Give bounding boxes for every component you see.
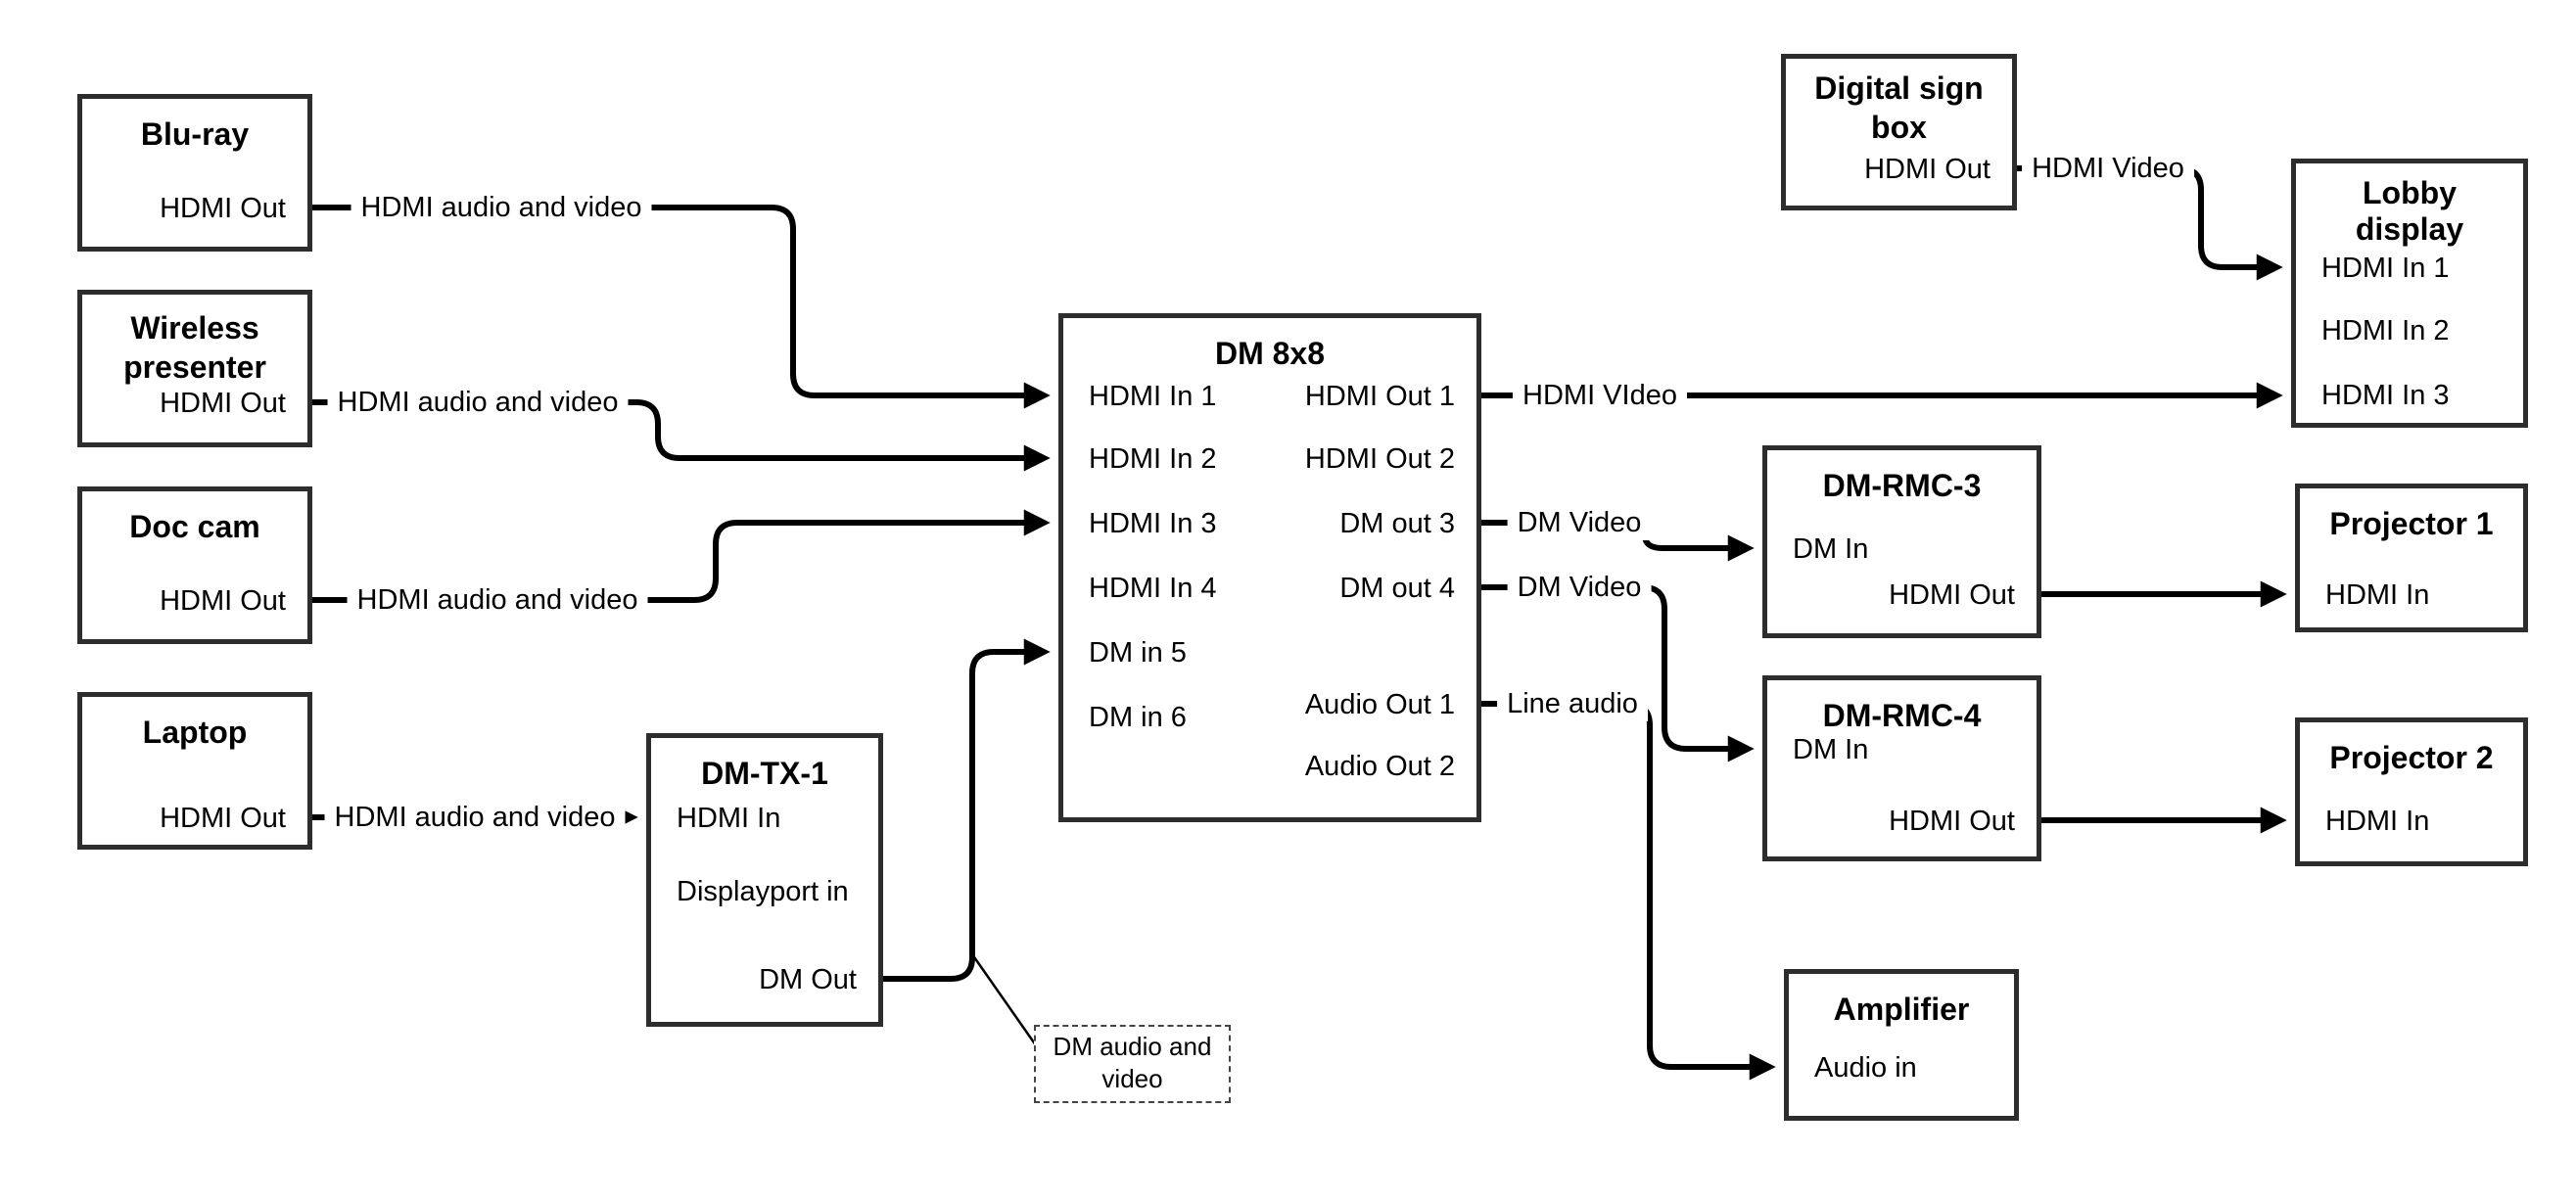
dmrmc4-box: DM-RMC-4 DM In HDMI Out xyxy=(1762,675,2041,861)
bluray-port-hdmi-out: HDMI Out xyxy=(160,193,286,224)
dm8x8-port-hdmi-in-4: HDMI In 4 xyxy=(1089,573,1217,604)
dm8x8-port-hdmi-out-1: HDMI Out 1 xyxy=(1304,381,1455,412)
digital-sign-title: Digital sign box xyxy=(1814,70,1984,145)
note-line-1: DM audio and xyxy=(1053,1032,1212,1061)
connector-dmtx1-dmout-to-dm8x8-dmin5 xyxy=(883,638,1051,982)
note-line-2: video xyxy=(1101,1064,1163,1093)
dm8x8-port-hdmi-in-2: HDMI In 2 xyxy=(1089,443,1217,475)
dm8x8-port-dm-in-6: DM in 6 xyxy=(1089,702,1187,733)
label-hdmi-video-out1: HDMI VIdeo xyxy=(1513,378,1687,413)
digital-sign-box: Digital sign box HDMI Out xyxy=(1781,54,2017,210)
connector-dm8x8-out4-to-dmrmc4-dmin xyxy=(1481,584,1755,762)
dmrmc3-title: DM-RMC-3 xyxy=(1822,468,1982,503)
dmrmc4-port-hdmi-out: HDMI Out xyxy=(1889,806,2015,837)
laptop-box: Laptop HDMI Out xyxy=(77,692,312,850)
label-hdmi-audio-video-doccam: HDMI audio and video xyxy=(347,582,648,618)
doccam-port-hdmi-out: HDMI Out xyxy=(160,585,286,617)
laptop-port-hdmi-out: HDMI Out xyxy=(160,803,286,834)
wireless-presenter-box: Wireless presenter HDMI Out xyxy=(77,290,312,447)
dm8x8-port-hdmi-in-1: HDMI In 1 xyxy=(1089,381,1217,412)
bluray-box: Blu-ray HDMI Out xyxy=(77,94,312,252)
note-callout-line xyxy=(970,953,1038,1046)
amplifier-title: Amplifier xyxy=(1833,992,1970,1027)
dmrmc4-port-dm-in: DM In xyxy=(1793,734,1869,765)
dmtx1-box: DM-TX-1 HDMI In Displayport in DM Out xyxy=(646,733,883,1027)
projector1-port-hdmi-in: HDMI In xyxy=(2325,579,2430,611)
dm8x8-port-audio-out-1: Audio Out 1 xyxy=(1304,689,1455,720)
connector-dm8x8-audio1-to-amp xyxy=(1481,701,1776,1081)
dm8x8-box: DM 8x8 HDMI In 1 HDMI In 2 HDMI In 3 HDM… xyxy=(1058,313,1481,822)
dmtx1-title: DM-TX-1 xyxy=(701,756,828,791)
lobby-port-hdmi-in-1: HDMI In 1 xyxy=(2321,253,2450,284)
digital-sign-port-hdmi-out: HDMI Out xyxy=(1864,154,1991,185)
amplifier-box: Amplifier Audio in xyxy=(1784,969,2019,1121)
projector1-title: Projector 1 xyxy=(2329,506,2494,541)
laptop-title: Laptop xyxy=(142,715,248,750)
label-hdmi-video-digisign: HDMI Video xyxy=(2022,151,2194,186)
doccam-box: Doc cam HDMI Out xyxy=(77,486,312,644)
dmrmc3-box: DM-RMC-3 DM In HDMI Out xyxy=(1762,445,2041,638)
projector2-port-hdmi-in: HDMI In xyxy=(2325,806,2430,837)
label-hdmi-audio-video-wireless: HDMI audio and video xyxy=(327,385,629,420)
dmtx1-port-hdmi-in: HDMI In xyxy=(677,803,781,834)
dm8x8-port-dm-in-5: DM in 5 xyxy=(1089,637,1187,669)
dmtx1-port-displayport-in: Displayport in xyxy=(677,876,849,907)
bluray-title: Blu-ray xyxy=(140,116,250,152)
lobby-port-hdmi-in-3: HDMI In 3 xyxy=(2321,380,2450,411)
dmrmc3-port-dm-in: DM In xyxy=(1793,533,1869,565)
dm8x8-port-dm-out-3: DM out 3 xyxy=(1339,508,1455,539)
label-dm-video-out3: DM Video xyxy=(1507,505,1652,540)
dm8x8-port-dm-out-4: DM out 4 xyxy=(1339,573,1455,604)
dmtx1-port-dm-out: DM Out xyxy=(759,964,857,995)
dm-audio-video-note: DM audio and video xyxy=(1034,1025,1231,1103)
dm8x8-port-audio-out-2: Audio Out 2 xyxy=(1304,751,1455,782)
dm8x8-port-hdmi-in-3: HDMI In 3 xyxy=(1089,508,1217,539)
label-dm-video-out4: DM Video xyxy=(1507,570,1652,605)
wireless-presenter-title: Wireless presenter xyxy=(123,310,266,385)
dmrmc4-title: DM-RMC-4 xyxy=(1822,698,1982,733)
wireless-port-hdmi-out: HDMI Out xyxy=(160,388,286,419)
lobby-port-hdmi-in-2: HDMI In 2 xyxy=(2321,315,2450,346)
connector-wireless-to-dm8x8-in2 xyxy=(312,399,1051,472)
dm8x8-port-hdmi-out-2: HDMI Out 2 xyxy=(1304,443,1455,475)
lobby-display-title: Lobby display xyxy=(2355,175,2464,247)
label-hdmi-audio-video-laptop: HDMI audio and video xyxy=(324,800,626,835)
label-line-audio: Line audio xyxy=(1497,686,1648,721)
connector-doccam-to-dm8x8-in3 xyxy=(312,509,1051,603)
dmrmc3-port-hdmi-out: HDMI Out xyxy=(1889,579,2015,611)
lobby-display-box: Lobby display HDMI In 1 HDMI In 2 HDMI I… xyxy=(2291,159,2528,428)
label-hdmi-audio-video-bluray: HDMI audio and video xyxy=(351,190,652,225)
dm8x8-title: DM 8x8 xyxy=(1214,336,1326,371)
projector1-box: Projector 1 HDMI In xyxy=(2295,484,2528,632)
projector2-box: Projector 2 HDMI In xyxy=(2295,717,2528,866)
connector-bluray-to-dm8x8-in1 xyxy=(312,205,1051,409)
projector2-title: Projector 2 xyxy=(2329,740,2494,775)
amplifier-port-audio-in: Audio in xyxy=(1814,1052,1917,1084)
doccam-title: Doc cam xyxy=(129,509,260,544)
